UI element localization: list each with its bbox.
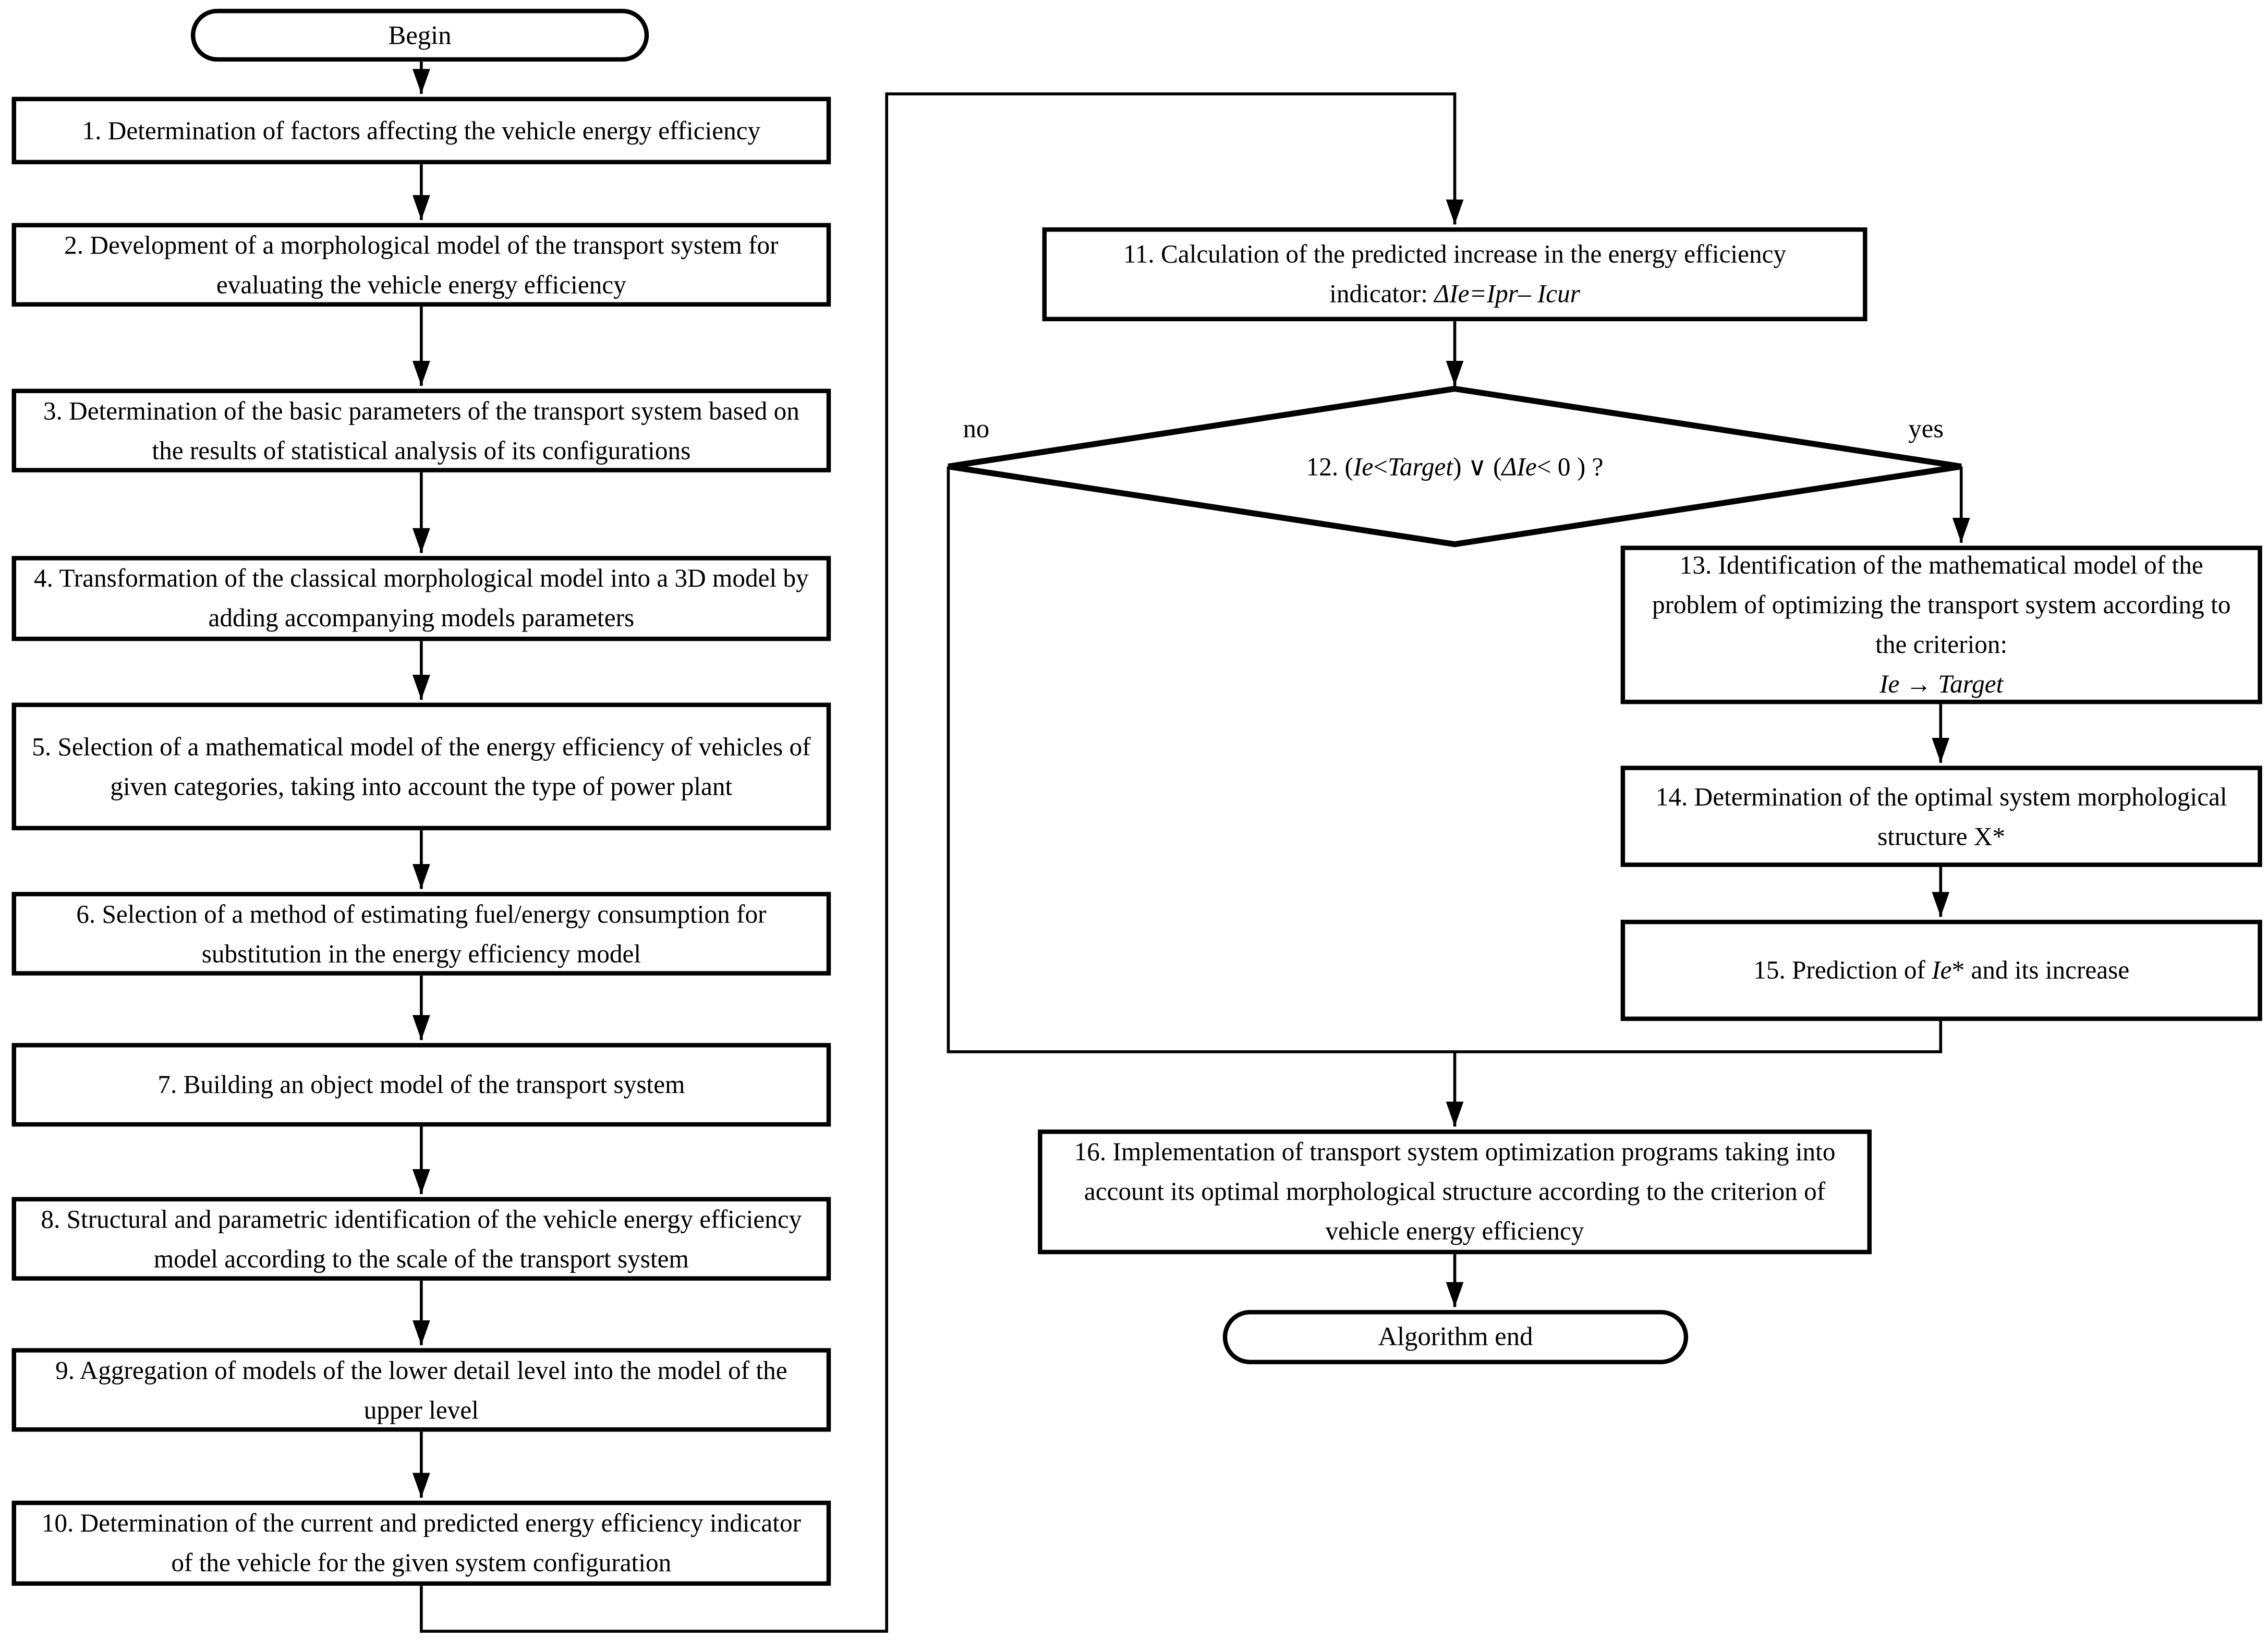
process-step-3: 3. Determination of the basic parameters…	[11, 388, 831, 472]
process-step-13-label: 13. Identification of the mathematical m…	[1652, 550, 2231, 659]
process-step-7: 7. Building an object model of the trans…	[11, 1043, 831, 1127]
decision-diamond	[948, 385, 1962, 548]
process-step-5-label: 5. Selection of a mathematical model of …	[32, 731, 811, 800]
process-step-1: 1. Determination of factors affecting th…	[11, 96, 831, 165]
process-step-4: 4. Transformation of the classical morph…	[11, 556, 831, 641]
process-step-10-label: 10. Determination of the current and pre…	[41, 1508, 802, 1577]
decision-step-12-label: 12. ( Ie < Target ) ∨ ( ΔIe < 0 ) ?	[1306, 451, 1604, 481]
begin-terminator: Begin	[190, 8, 649, 62]
decision-yes-label: yes	[1908, 414, 1944, 443]
process-step-16: 16. Implementation of transport system o…	[1038, 1129, 1872, 1255]
process-step-6-label: 6. Selection of a method of estimating f…	[76, 898, 767, 968]
decision-no-label: no	[963, 414, 990, 443]
process-step-2-label: 2. Development of a morphological model …	[64, 229, 779, 299]
process-step-4-label: 4. Transformation of the classical morph…	[33, 563, 809, 633]
process-step-13-formula: Ie → Target	[1879, 669, 2004, 699]
connector-decision-no-merge	[947, 466, 1943, 1053]
process-step-15-label: 15. Prediction of Ie* and its increase	[1753, 955, 2130, 985]
connector-step10-step11-feedback	[420, 92, 1464, 1633]
process-step-9: 9. Aggregation of models of the lower de…	[11, 1348, 831, 1432]
process-step-14: 14. Determination of the optimal system …	[1620, 766, 2262, 867]
process-step-11-line1: 11. Calculation of the predicted increas…	[1123, 239, 1787, 269]
process-step-9-label: 9. Aggregation of models of the lower de…	[55, 1354, 787, 1424]
begin-label: Begin	[388, 19, 452, 50]
process-step-6: 6. Selection of a method of estimating f…	[11, 892, 831, 976]
process-step-7-label: 7. Building an object model of the trans…	[157, 1069, 685, 1099]
end-label: Algorithm end	[1378, 1321, 1533, 1351]
process-step-1-label: 1. Determination of factors affecting th…	[82, 115, 761, 145]
process-step-10: 10. Determination of the current and pre…	[11, 1500, 831, 1586]
process-step-8-label: 8. Structural and parametric identificat…	[41, 1204, 802, 1273]
process-step-15: 15. Prediction of Ie* and its increase	[1620, 919, 2262, 1021]
process-step-11-formula: indicator: ΔIe=Ipr– Icur	[1329, 278, 1580, 308]
process-step-2: 2. Development of a morphological model …	[11, 223, 831, 307]
process-step-5: 5. Selection of a mathematical model of …	[11, 702, 831, 831]
process-step-14-label: 14. Determination of the optimal system …	[1655, 781, 2227, 851]
end-terminator: Algorithm end	[1222, 1310, 1689, 1365]
process-step-8: 8. Structural and parametric identificat…	[11, 1197, 831, 1281]
process-step-16-label: 16. Implementation of transport system o…	[1074, 1137, 1836, 1246]
process-step-11: 11. Calculation of the predicted increas…	[1042, 227, 1867, 322]
process-step-13: 13. Identification of the mathematical m…	[1620, 545, 2262, 704]
process-step-3-label: 3. Determination of the basic parameters…	[43, 395, 799, 465]
